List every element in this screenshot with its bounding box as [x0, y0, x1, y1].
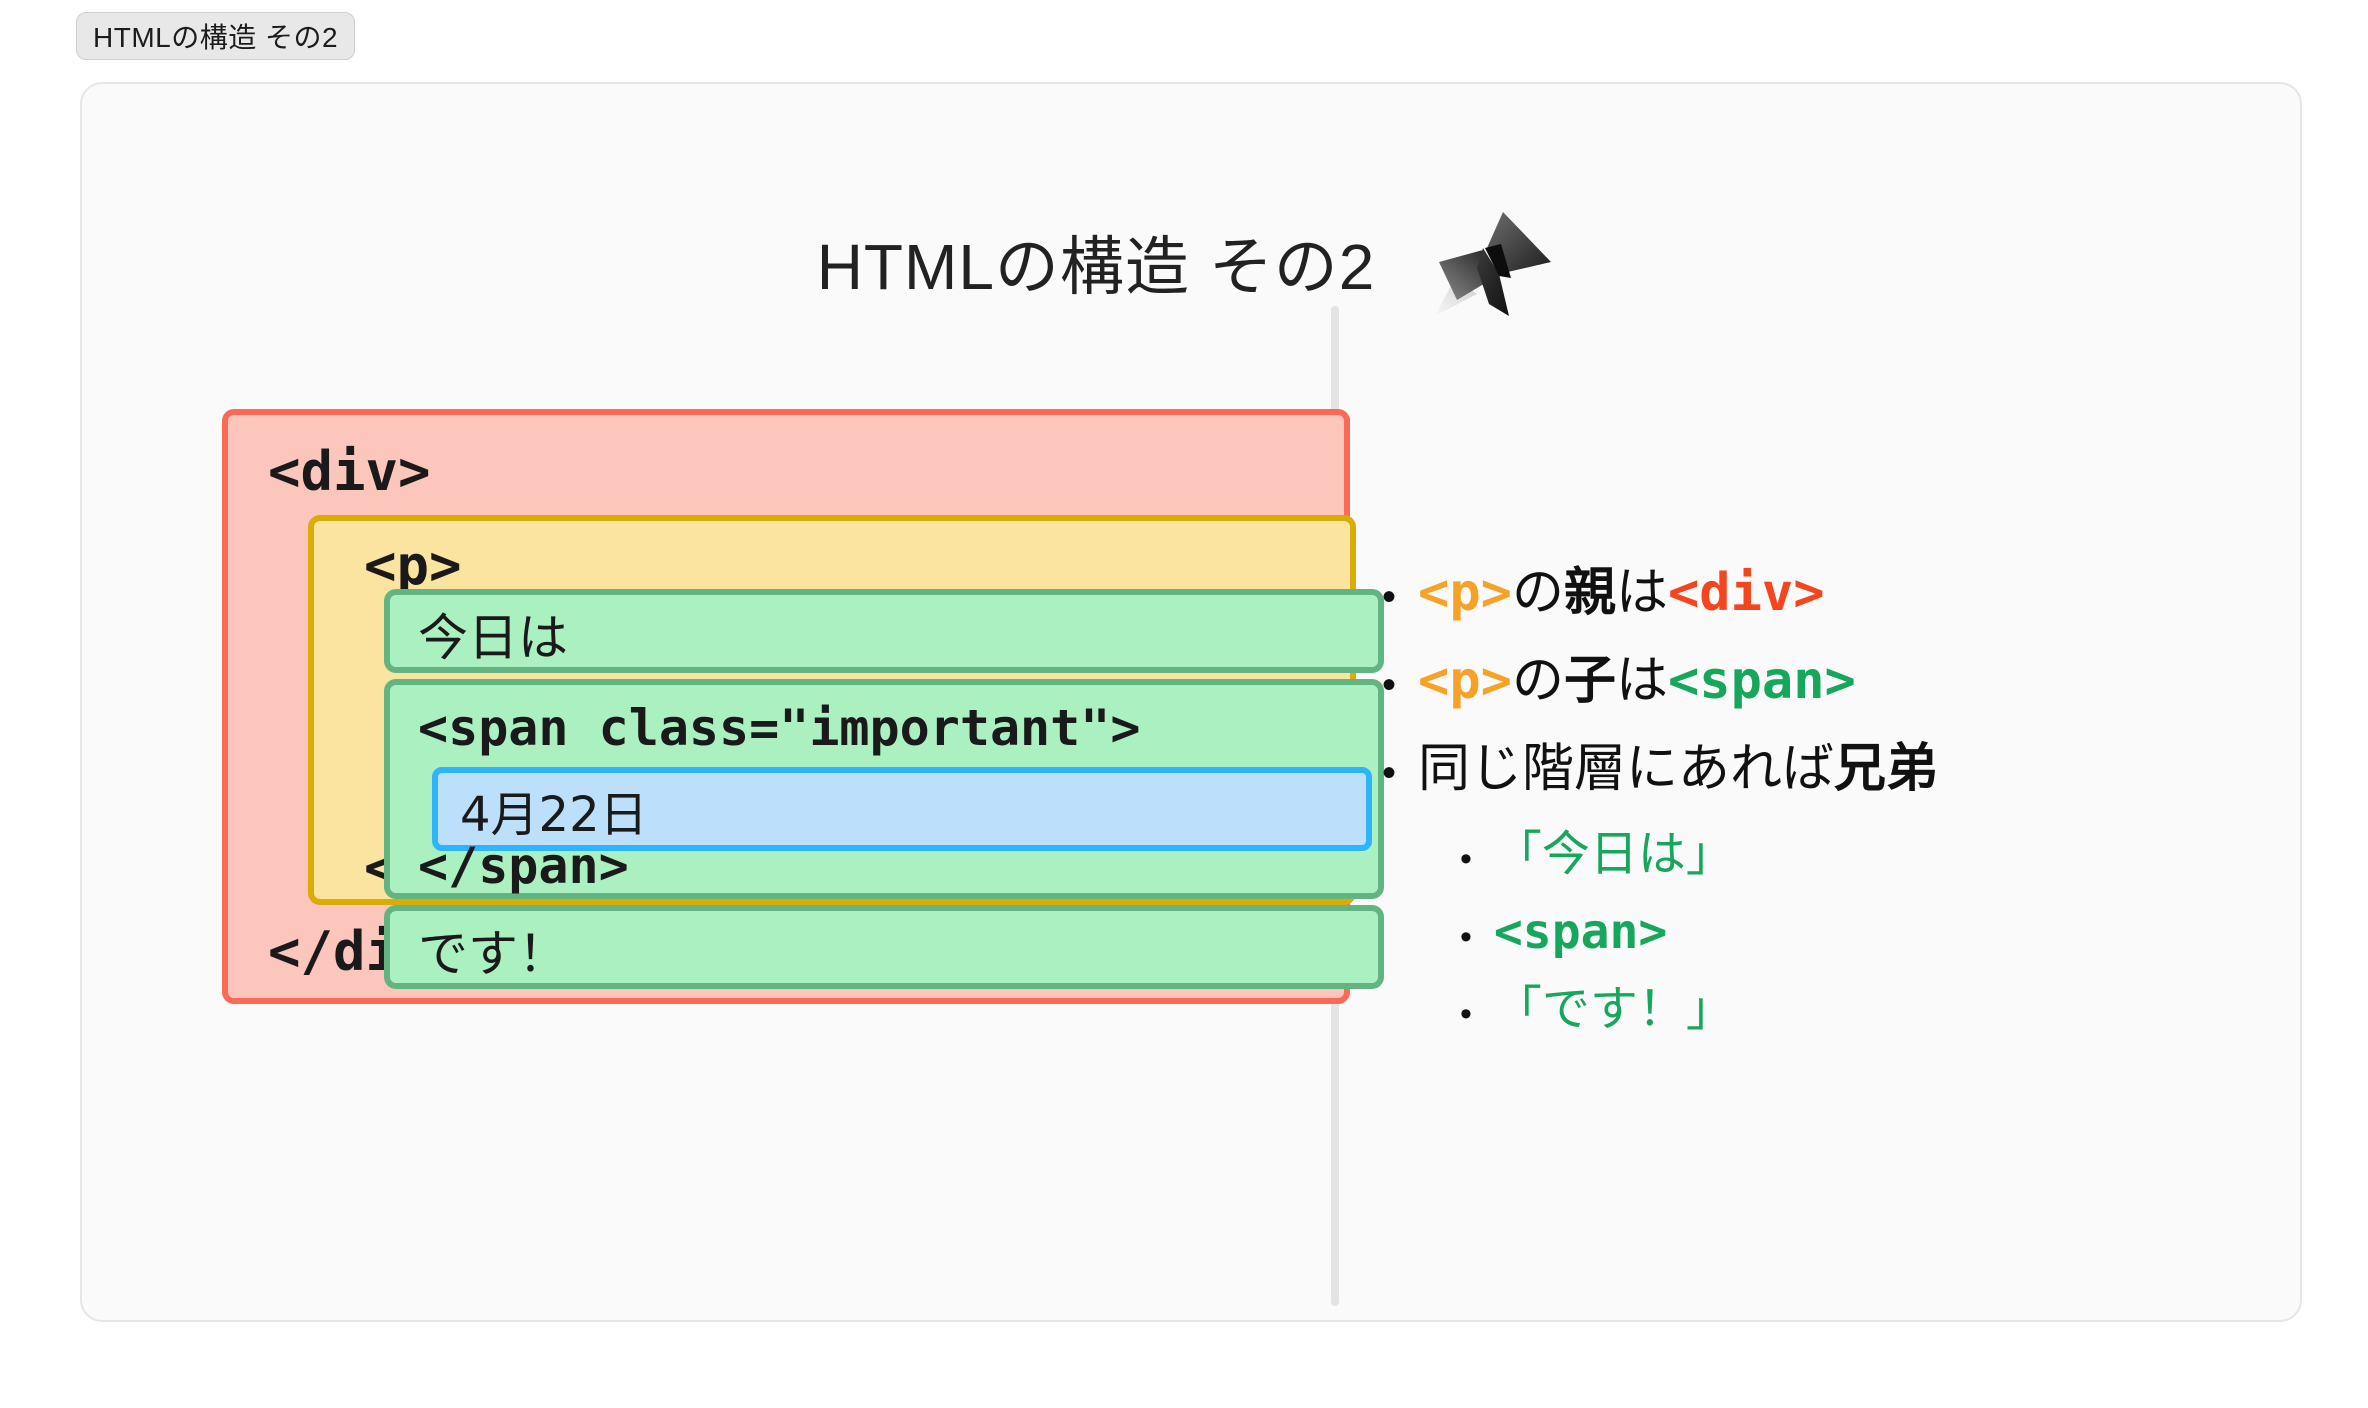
sibling-text-1: 「今日は」: [1493, 828, 1734, 882]
span-text-label: 4月22日: [460, 787, 648, 843]
span-close-tag: </span>: [418, 837, 629, 895]
list-item: • <span>: [1460, 903, 2262, 960]
particle: は: [1615, 564, 1668, 622]
list-item: • 「です！」: [1460, 982, 2262, 1037]
p-element-box: <p> </p> 今日は <span class="important"> 4月…: [308, 515, 1384, 989]
div-element-box: <div> </div> <p> </p> 今日は <span class="i…: [222, 409, 1384, 1004]
list-item: • <p>の子は<span>: [1382, 650, 2262, 712]
list-item: • 「今日は」: [1460, 827, 2262, 882]
bullet-dot: •: [1460, 994, 1472, 1033]
tag-span: <span>: [1667, 650, 1856, 711]
bullet-dot: •: [1382, 750, 1397, 795]
pushpin-icon: [1435, 212, 1552, 316]
particle: は: [1615, 651, 1668, 710]
list-item: • 同じ階層にあれば兄弟: [1382, 740, 2262, 800]
p-open-tag: <p>: [364, 534, 462, 597]
notes-list: • <p>の親は<div> • <p>の子は<span> • 同じ階層にあれば兄…: [1382, 563, 2262, 1059]
text-node-box-1: 今日は: [384, 589, 1384, 673]
particle: の: [1511, 651, 1564, 710]
slide-header: HTMLの構造 その2: [82, 202, 2300, 322]
slide-card: HTMLの構造 その2: [80, 82, 2302, 1322]
sentence: 同じ階層にあれば: [1418, 739, 1835, 798]
list-item-text: <p>の子は<span>: [1418, 650, 1856, 712]
tag-div: <div>: [1667, 563, 1825, 623]
list-item: • <p>の親は<div>: [1382, 563, 2262, 624]
keyword-parent: 親: [1563, 564, 1616, 622]
keyword-child: 子: [1563, 651, 1616, 710]
sibling-tag-span: <span>: [1493, 903, 1668, 960]
text-node-2-label: です！: [418, 925, 568, 983]
bullet-dot: •: [1460, 840, 1472, 879]
particle: の: [1511, 564, 1564, 622]
bullet-dot: •: [1382, 575, 1397, 619]
tag-p: <p>: [1418, 650, 1512, 711]
span-open-tag: <span class="important">: [418, 699, 1141, 757]
bullet-dot: •: [1382, 662, 1397, 707]
page-title: HTMLの構造 その2: [816, 231, 1376, 303]
bullet-dot: •: [1460, 917, 1472, 956]
span-text-box: 4月22日: [432, 767, 1372, 851]
text-node-1-label: 今日は: [418, 609, 568, 667]
span-element-box: <span class="important"> 4月22日 </span>: [384, 679, 1384, 899]
sibling-text-2: 「です！」: [1493, 982, 1734, 1036]
list-item-text: <p>の親は<div>: [1418, 563, 1825, 624]
tab-label[interactable]: HTMLの構造 その2: [76, 12, 356, 60]
list-item-text: 同じ階層にあれば兄弟: [1418, 740, 1938, 800]
text-node-box-2: です！: [384, 905, 1384, 989]
keyword-sibling: 兄弟: [1834, 739, 1939, 798]
tag-p: <p>: [1418, 563, 1512, 623]
div-open-tag: <div>: [268, 440, 431, 503]
